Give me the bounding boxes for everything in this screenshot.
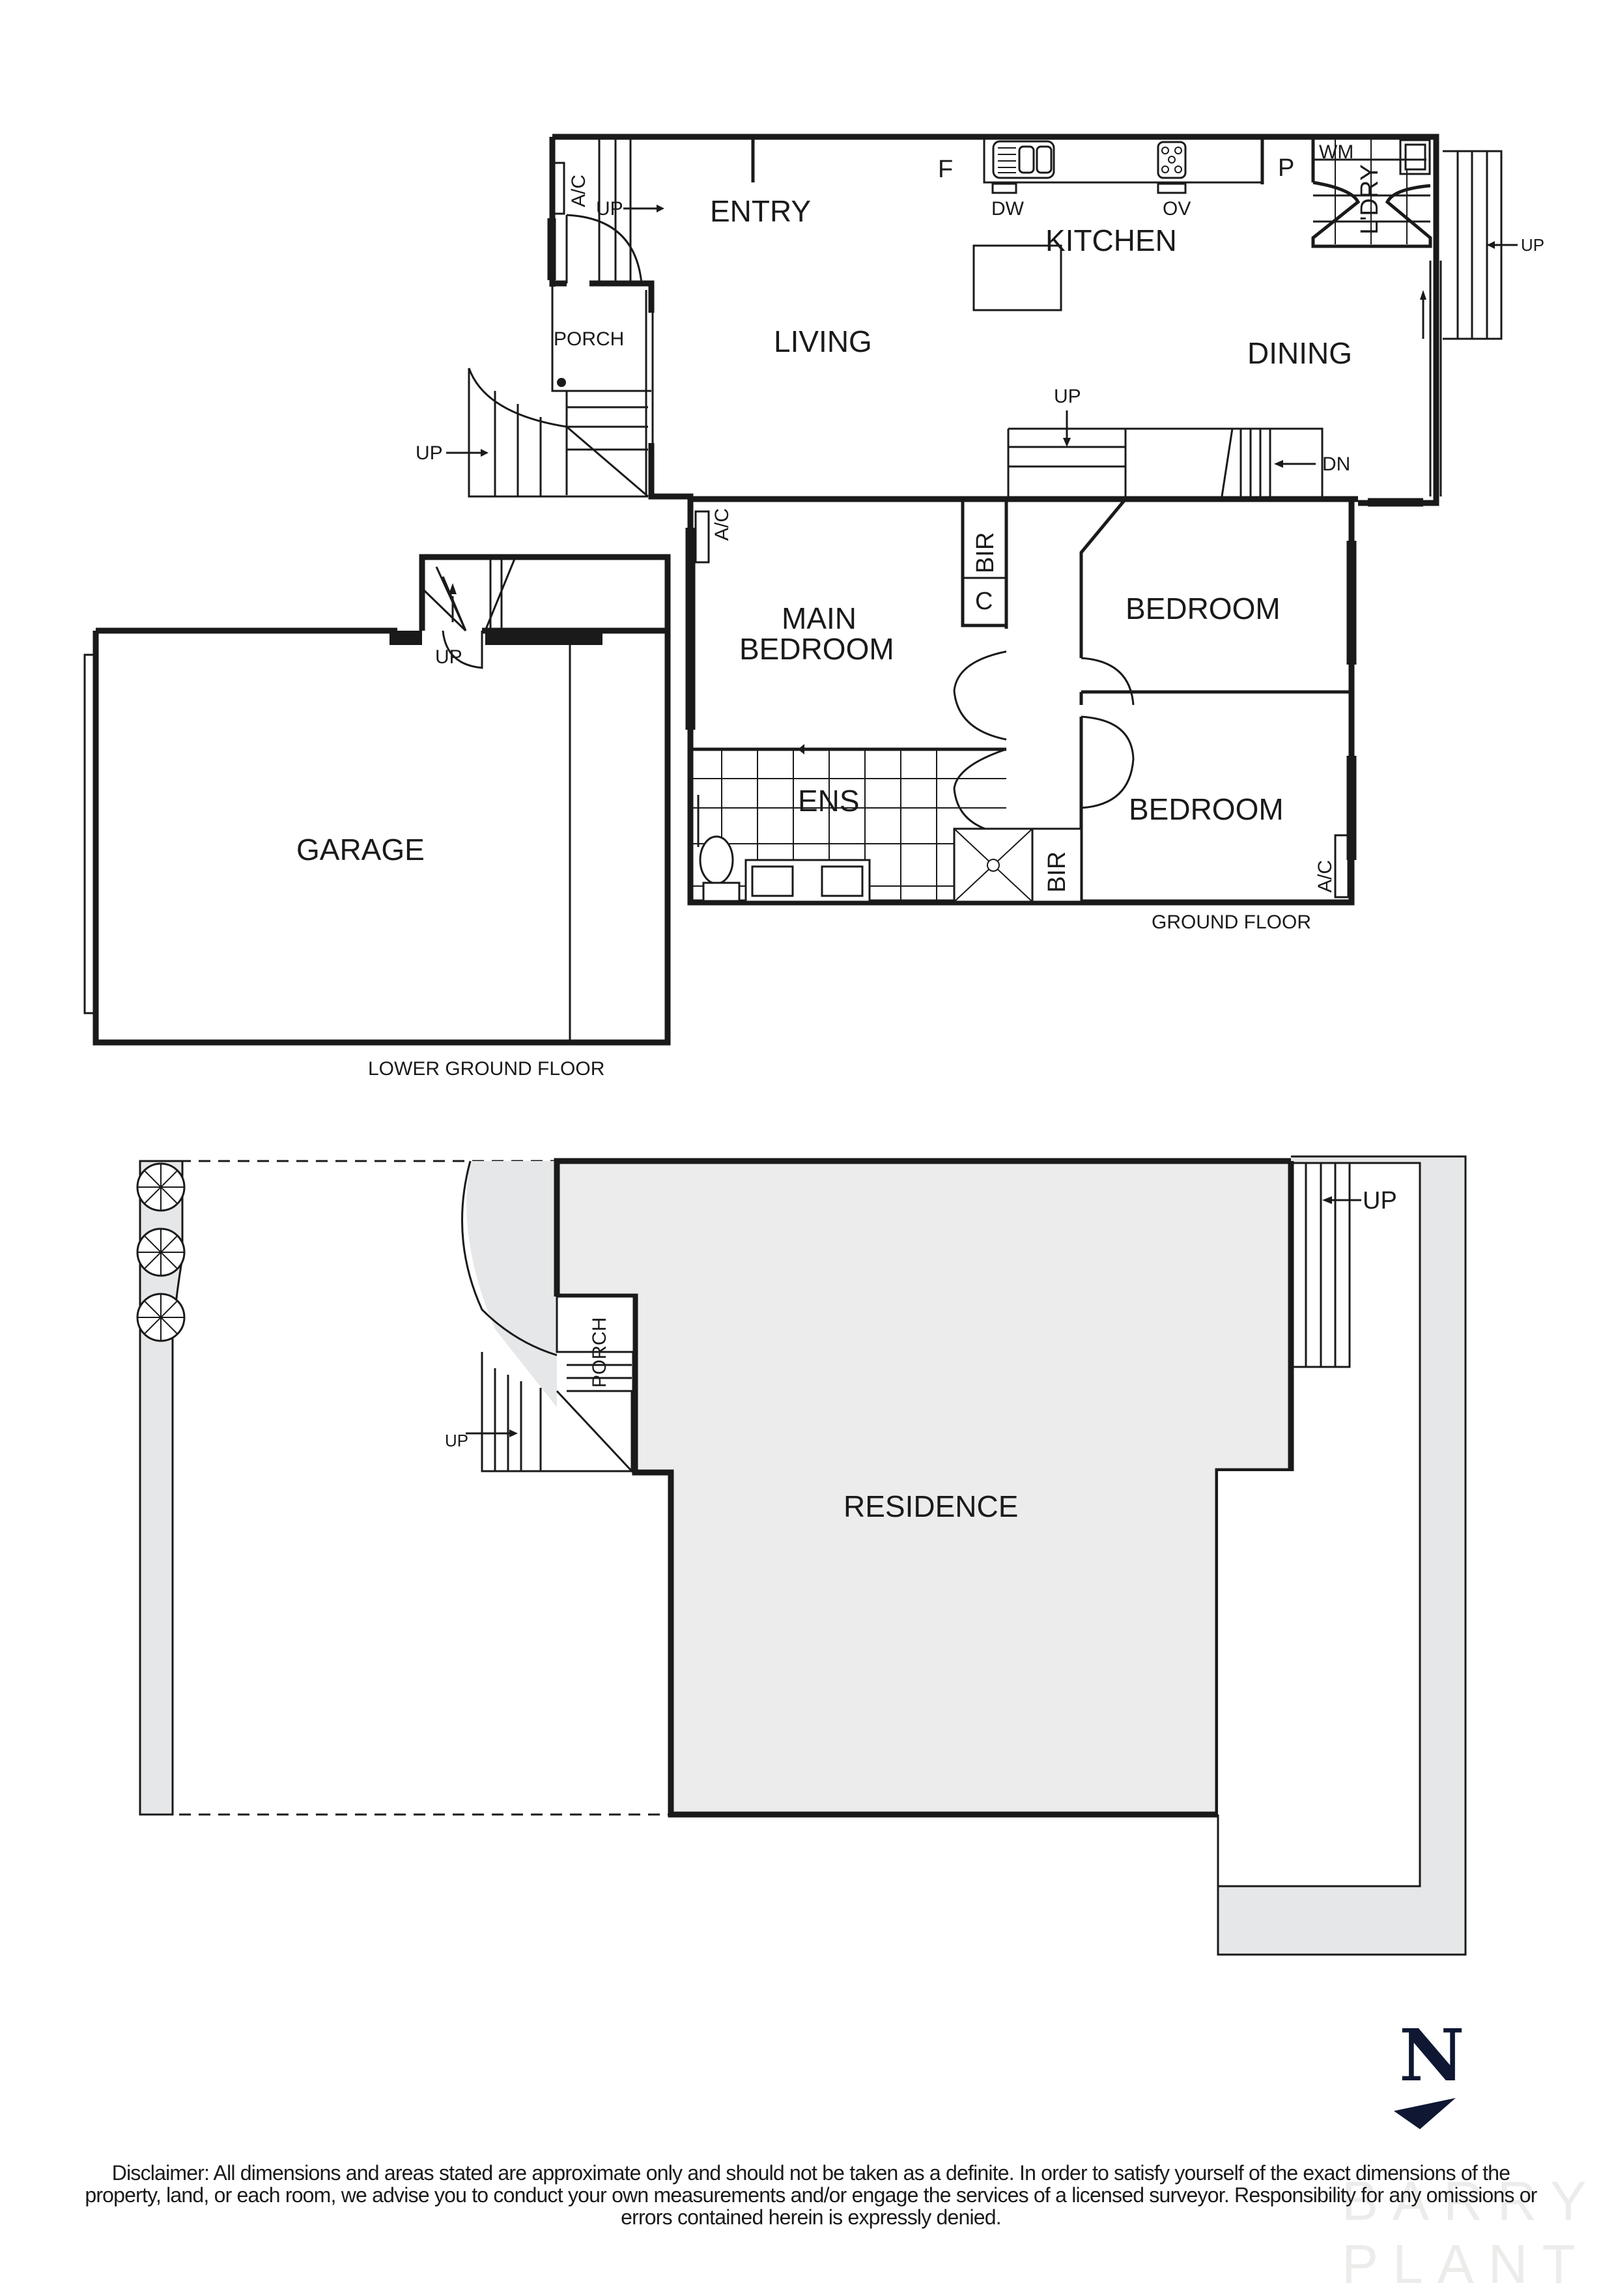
stair-label-garage-up: UP	[435, 646, 462, 668]
room-label-living: LIVING	[774, 324, 872, 358]
stair-label-deck-up: UP	[1521, 235, 1544, 255]
room-label-site-porch: PORCH	[589, 1317, 610, 1388]
fixture-bir-bedroom-2: BIR	[1043, 852, 1071, 893]
floor-title-ground: GROUND FLOOR	[1152, 911, 1311, 933]
room-label-kitchen: KITCHEN	[1045, 223, 1177, 257]
fixture-ac-bedroom-2: A/C	[1314, 860, 1336, 893]
floor-title-lower-ground: LOWER GROUND FLOOR	[368, 1058, 604, 1080]
north-arrow-icon	[1394, 2098, 1456, 2129]
stair-label-site-rear-up: UP	[1363, 1187, 1397, 1214]
room-label-main-bedroom-1: MAIN	[782, 601, 857, 635]
room-label-bedroom-1: BEDROOM	[1126, 592, 1281, 625]
porch-light-icon	[557, 378, 566, 387]
fixture-pantry: P	[1278, 154, 1294, 182]
stair-label-porch-up: UP	[416, 442, 443, 464]
tree-icon	[136, 1162, 186, 1342]
lower-ground-floor-plan	[83, 554, 671, 1046]
room-label-bedroom-2: BEDROOM	[1129, 792, 1284, 826]
stair-label-dining-dn: DN	[1322, 453, 1350, 475]
room-label-dining: DINING	[1247, 336, 1352, 370]
room-label-ensuite: ENS	[798, 784, 860, 818]
stair-label-entry-up: UP	[596, 198, 623, 220]
compass-north-label: N	[1399, 2013, 1465, 2097]
room-label-residence: RESIDENCE	[843, 1489, 1018, 1523]
room-label-main-bedroom-2: BEDROOM	[739, 632, 894, 666]
fixture-washing-machine: WM	[1319, 141, 1353, 163]
room-label-porch: PORCH	[554, 328, 624, 350]
kitchen-island	[972, 244, 1062, 311]
fixture-ac-entry: A/C	[568, 175, 589, 207]
disclaimer-text: Disclaimer: All dimensions and areas sta…	[85, 2161, 1537, 2229]
cooktop-icon	[1157, 141, 1187, 179]
room-label-entry: ENTRY	[710, 194, 811, 228]
fixture-ac-main-bedroom: A/C	[711, 508, 733, 541]
ground-floor-plan	[468, 134, 1518, 906]
fixture-bir-main: BIR	[972, 532, 999, 573]
fixture-fridge: F	[938, 156, 953, 183]
toilet-icon	[699, 835, 734, 885]
stair-label-site-front-up: UP	[445, 1431, 468, 1450]
stair-label-living-up: UP	[1054, 386, 1081, 407]
room-label-laundry: L'DRY	[1356, 164, 1383, 235]
room-label-garage: GARAGE	[296, 833, 425, 867]
fixture-dishwasher: DW	[991, 198, 1025, 220]
fixture-oven: OV	[1163, 198, 1191, 220]
fixture-linen-cupboard: C	[975, 588, 993, 615]
brand-watermark: BARRY PLANT	[1342, 2170, 1600, 2295]
site-plan	[136, 1155, 1467, 1956]
